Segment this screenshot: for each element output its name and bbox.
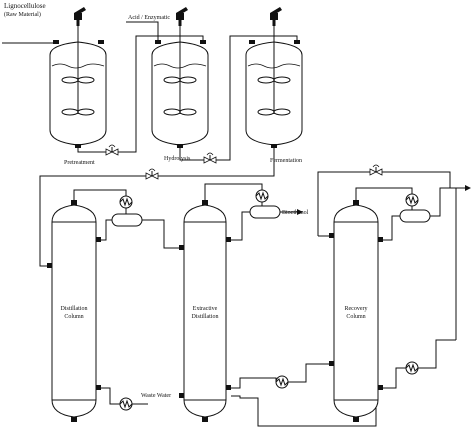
- recovery-label-2: Column: [346, 314, 365, 320]
- hydrolysis-reactor: [151, 7, 209, 148]
- pretreatment-reactor: [49, 7, 107, 148]
- extractive-column: [142, 183, 377, 427]
- fermentation-reactor: [245, 7, 303, 148]
- fermentation-label: Fermentation: [270, 158, 302, 164]
- pretreatment-label: Pretreatment: [64, 160, 95, 166]
- waste-water-label: Waste Water: [141, 393, 171, 399]
- feed-label-2: (Raw Material): [4, 11, 41, 18]
- distillation-label-1: Distillation: [61, 306, 88, 312]
- hydrolysis-label: Hydrolysis: [164, 156, 191, 162]
- bioethanol-label: Bioethanol: [282, 210, 309, 216]
- extractive-label-1: Extractive: [193, 306, 218, 312]
- distillation-column: [47, 189, 148, 422]
- acid-label: Acid / Enzymatic: [128, 15, 170, 21]
- feed-label-1: Lignocellulose: [4, 2, 46, 10]
- reactor-piping: [2, 21, 298, 267]
- extractive-label-2: Distillation: [192, 314, 219, 320]
- distillation-label-2: Column: [64, 314, 83, 320]
- recovery-label-1: Recovery: [345, 306, 368, 312]
- recovery-column: [317, 164, 471, 422]
